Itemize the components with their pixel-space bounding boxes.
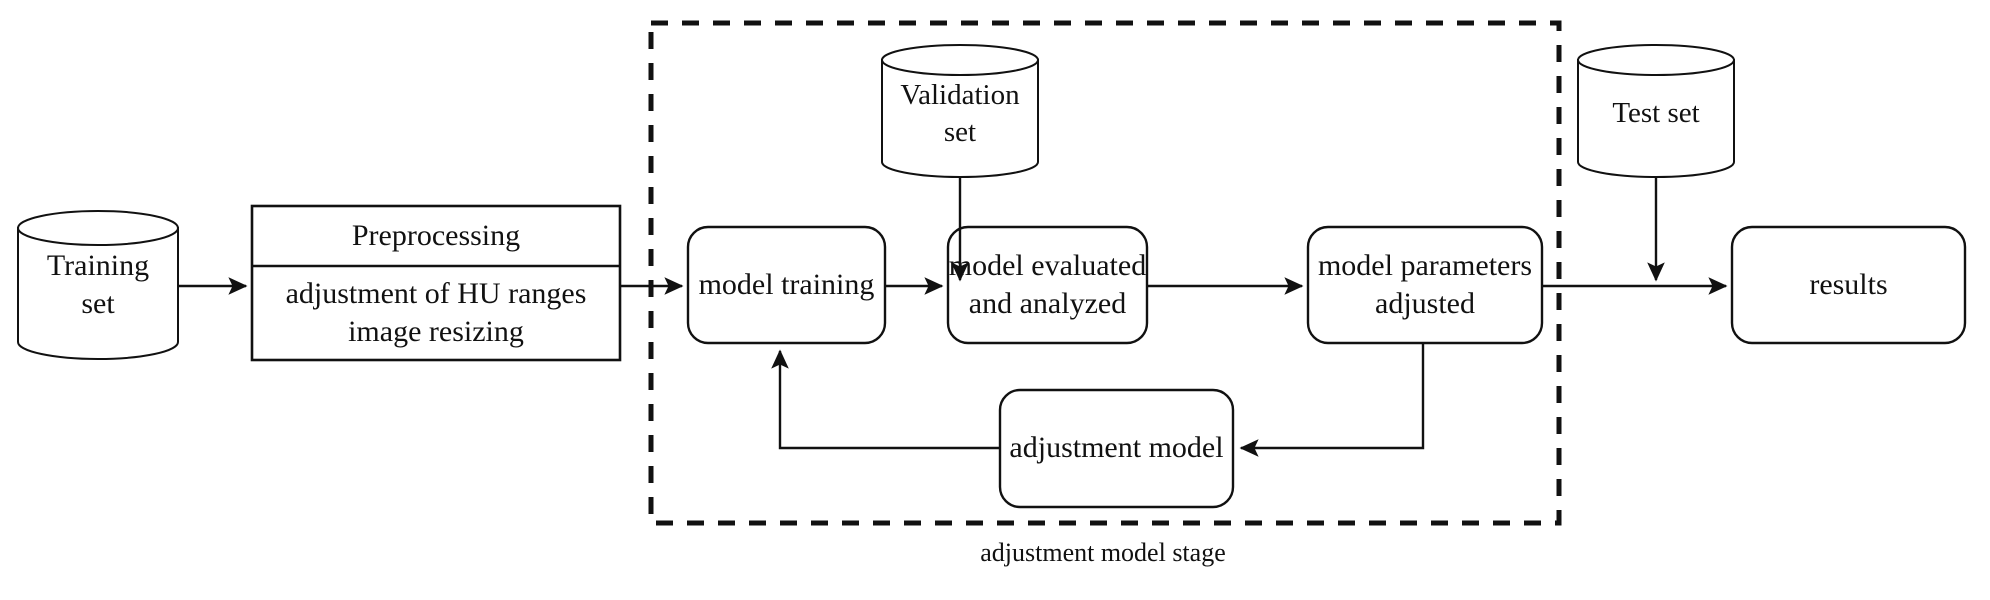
edge-model-parameters-to-adjustment-model (1239, 343, 1425, 457)
edge-adjustment-model-to-model-training (771, 349, 1000, 450)
model-parameters-box (1306, 225, 1544, 345)
model-training-box (686, 225, 887, 345)
validation-set-cylinder (881, 44, 1039, 178)
results-box (1730, 225, 1967, 345)
adjustment-model-stage-group (648, 20, 1562, 526)
training-set-cylinder (17, 210, 179, 360)
model-evaluated-box (946, 225, 1149, 345)
adjustment-model-stage-caption: adjustment model stage (980, 538, 1226, 567)
test-set-cylinder (1577, 44, 1735, 178)
adjustment-model-box (998, 388, 1235, 509)
preprocessing-box (250, 204, 622, 362)
